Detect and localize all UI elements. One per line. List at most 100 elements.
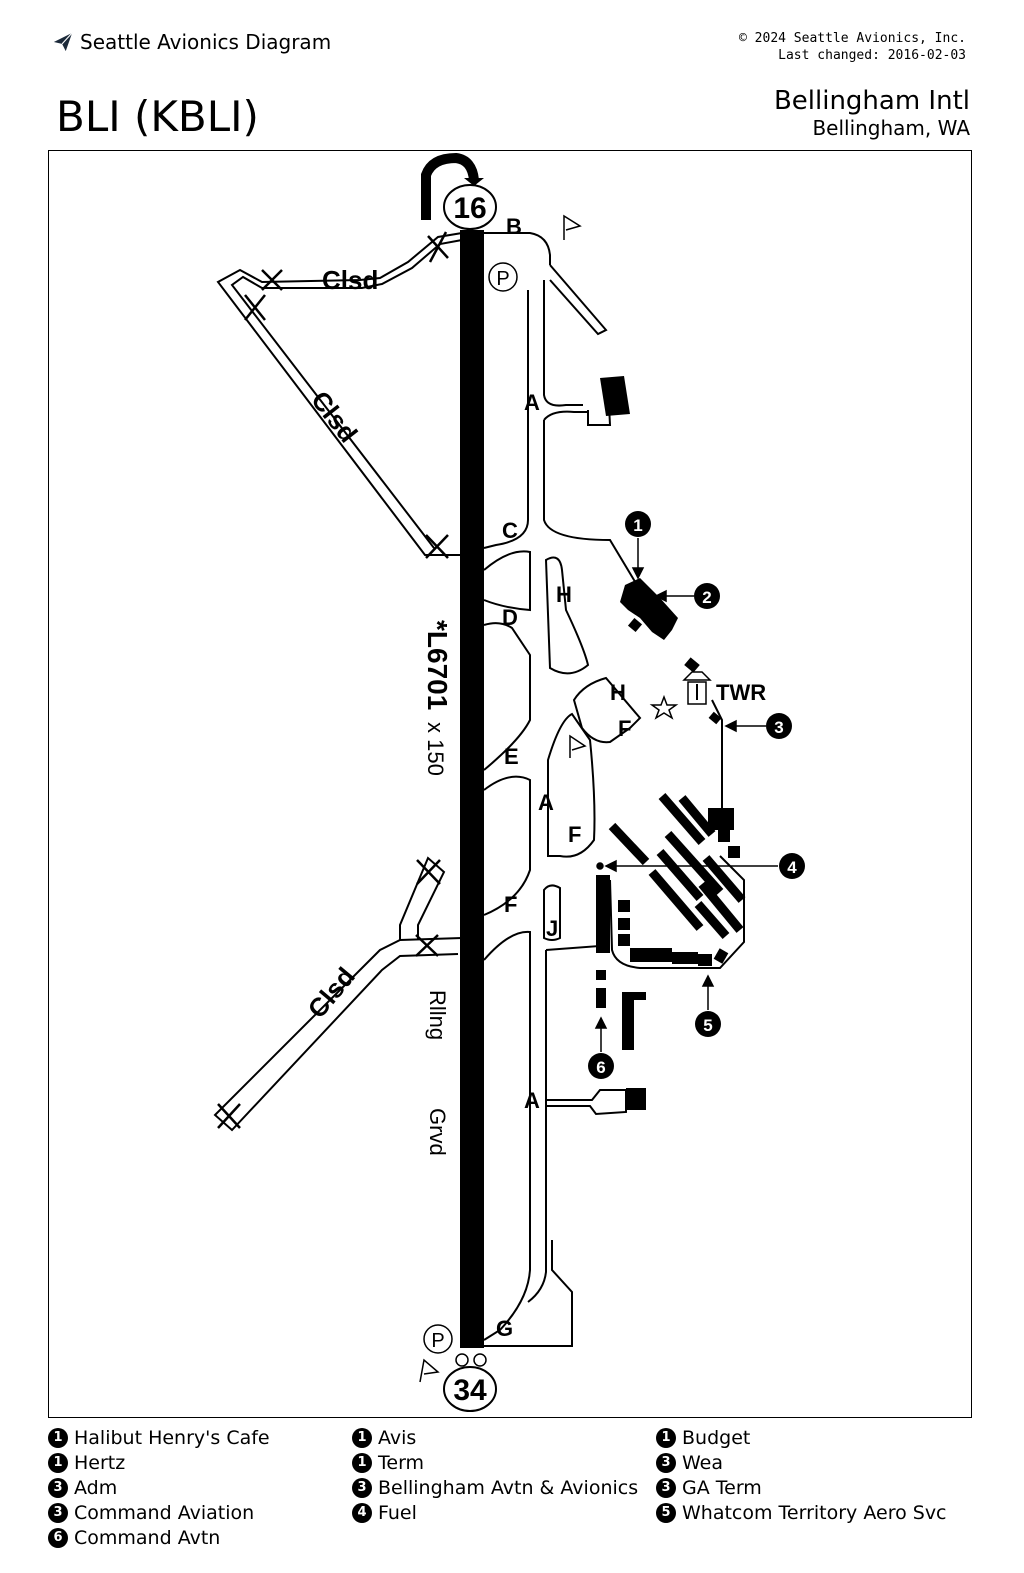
legend-item: 3 GA Term — [656, 1476, 978, 1499]
brand: Seattle Avionics Diagram — [52, 30, 331, 54]
legend-label: Adm — [74, 1476, 118, 1499]
taxiway-label-g: G — [496, 1316, 513, 1341]
legend-label: Wea — [682, 1451, 724, 1474]
legend-item: 3 Wea — [656, 1451, 978, 1474]
windsock-icon — [569, 734, 587, 758]
last-changed-text: Last changed: 2016-02-03 — [778, 48, 966, 63]
legend-label: Fuel — [378, 1501, 417, 1524]
legend-label: Command Aviation — [74, 1501, 255, 1524]
legend-item: 1 Budget — [656, 1426, 978, 1449]
runway-surface-rolling: Rllng — [425, 990, 450, 1040]
closed-label-nw: Clsd — [305, 385, 363, 448]
svg-text:4: 4 — [787, 858, 797, 877]
legend-item: 3 Adm — [48, 1476, 352, 1499]
airport-city: Bellingham, WA — [812, 116, 970, 140]
taxiway-label-e: E — [504, 744, 519, 769]
legend-label: GA Term — [682, 1476, 762, 1499]
legend-item: 1 Hertz — [48, 1451, 352, 1474]
beacon-icon — [649, 694, 679, 720]
airport-info: Bellingham Intl Bellingham, WA — [774, 86, 970, 140]
diagram-frame — [48, 150, 972, 1418]
windsock-icon — [419, 1358, 440, 1383]
runway-surface-grooved: Grvd — [425, 1108, 450, 1156]
legend-badge: 1 — [352, 1427, 372, 1448]
svg-text:6: 6 — [596, 1058, 605, 1077]
taxiway-label-c: C — [502, 518, 518, 543]
legend-badge: 1 — [352, 1452, 372, 1473]
taxiway-label-f1: F — [618, 716, 631, 741]
tower-icon — [682, 671, 712, 705]
legend-item: 5 Whatcom Territory Aero Svc — [656, 1501, 978, 1524]
legend-badge: 6 — [48, 1527, 68, 1548]
runway-16-34 — [460, 230, 484, 1348]
taxiway-label-f3: F — [504, 892, 517, 917]
legend-badge: 1 — [48, 1452, 68, 1473]
legend-item: 3 Command Aviation — [48, 1501, 352, 1524]
legend-badge: 4 — [352, 1502, 372, 1523]
taxiway-label-a-south: A — [524, 1088, 540, 1113]
runway-width-label: x 150 — [423, 722, 448, 776]
taxiway-label-a-north: A — [524, 390, 540, 415]
legend-label: Halibut Henry's Cafe — [74, 1426, 270, 1449]
svg-text:5: 5 — [703, 1016, 712, 1035]
parking-symbol: P — [431, 1330, 444, 1352]
legend-item: 6 Command Avtn — [48, 1526, 352, 1549]
taxiway-label-f2: F — [568, 822, 581, 847]
taxiway-label-h2: H — [610, 680, 626, 705]
callout-badge-4: 4 — [779, 853, 805, 879]
closed-x-marks — [217, 231, 449, 1129]
airport-name: Bellingham Intl — [773, 86, 970, 116]
callout-badge-5: 5 — [695, 1011, 721, 1037]
legend-badge: 1 — [48, 1427, 68, 1448]
paper-plane-icon — [53, 32, 73, 52]
parking-icon: P — [423, 1324, 453, 1354]
legend-badge: 3 — [48, 1502, 68, 1523]
runway-length-label: *L6701 — [422, 620, 453, 710]
runway-end-16: 16 — [421, 152, 497, 230]
legend-item: 1 Halibut Henry's Cafe — [48, 1426, 352, 1449]
callout-badge-1: 1 — [625, 511, 651, 537]
legend-label: Term — [378, 1451, 425, 1474]
runway-end-34-label: 34 — [453, 1374, 487, 1407]
runway-end-34: 34 — [443, 1353, 497, 1412]
airport-diagram: 16 34 *L6701 x 150 Rllng Grvd Clsd Clsd … — [213, 152, 805, 1412]
taxiway-label-j: J — [546, 916, 558, 941]
hangars — [608, 793, 746, 939]
legend-item: 1 Avis — [352, 1426, 656, 1449]
legend-label: Command Avtn — [74, 1526, 221, 1549]
runway-end-16-label: 16 — [453, 192, 486, 225]
legend-badge: 3 — [48, 1477, 68, 1498]
svg-text:3: 3 — [774, 718, 783, 737]
buildings — [596, 376, 740, 1110]
parking-icon: P — [488, 262, 518, 292]
legend-badge: 3 — [656, 1477, 676, 1498]
taxiway-label-h1: H — [556, 582, 572, 607]
legend-badge: 1 — [656, 1427, 676, 1448]
legend-badge: 3 — [656, 1452, 676, 1473]
legend-label: Hertz — [74, 1451, 126, 1474]
brand-label: Seattle Avionics Diagram — [80, 30, 332, 54]
callout-badge-3: 3 — [766, 713, 792, 739]
legend-label: Whatcom Territory Aero Svc — [682, 1501, 947, 1524]
approach-light-icon — [455, 1353, 469, 1367]
callout-badge-2: 2 — [694, 583, 720, 609]
taxiway-label-a-mid: A — [538, 790, 554, 815]
svg-text:1: 1 — [633, 516, 642, 535]
legend-item: 1 Term — [352, 1451, 656, 1474]
legend-label: Avis — [378, 1426, 417, 1449]
closed-label-north: Clsd — [322, 265, 378, 295]
legend-label: Budget — [682, 1426, 751, 1449]
legend-badge: 5 — [656, 1502, 676, 1523]
taxiway-labels: B A C D H H F E A F F J A G — [496, 214, 631, 1341]
legend-label: Bellingham Avtn & Avionics — [378, 1476, 639, 1499]
windsock-icon — [563, 214, 582, 240]
taxiway-label-d: D — [502, 605, 518, 630]
copyright-block: © 2024 Seattle Avionics, Inc. Last chang… — [739, 30, 966, 64]
callout-arrows — [594, 538, 778, 1052]
svg-text:2: 2 — [702, 588, 711, 607]
callout-badge-6: 6 — [588, 1053, 614, 1079]
taxiway-label-b: B — [506, 214, 522, 239]
copyright-text: © 2024 Seattle Avionics, Inc. — [739, 31, 966, 46]
